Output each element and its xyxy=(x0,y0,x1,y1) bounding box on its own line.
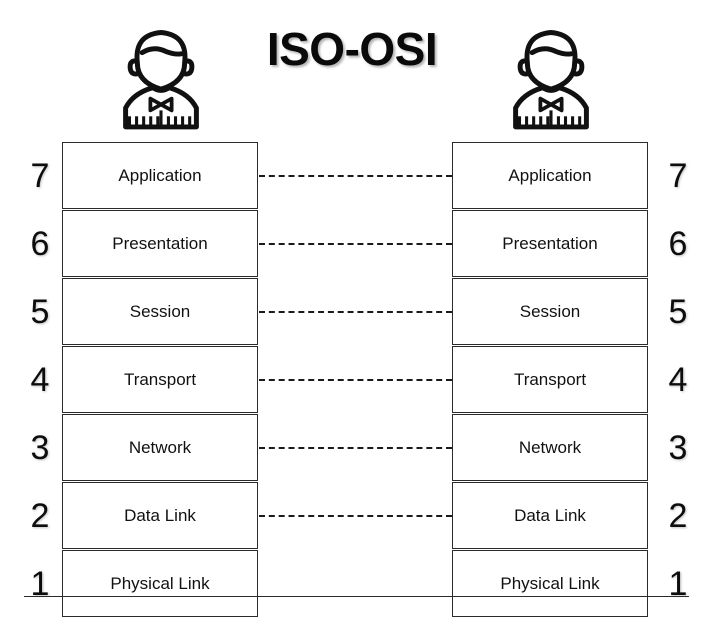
layer-number: 5 xyxy=(30,292,50,331)
layer-box[interactable]: Session xyxy=(452,278,648,345)
peer-connector-dashed xyxy=(259,379,452,381)
layer-box-label: Application xyxy=(508,166,592,185)
left-layer-number-column: 7 6 5 4 3 2 1 xyxy=(20,142,60,618)
peer-connector-dashed xyxy=(259,447,452,449)
layer-number: 4 xyxy=(30,360,50,399)
physical-medium-line xyxy=(24,596,689,597)
layer-box[interactable]: Network xyxy=(452,414,648,481)
layer-number: 6 xyxy=(30,224,50,263)
layer-box-label: Application xyxy=(118,166,202,185)
layer-box[interactable]: Data Link xyxy=(452,482,648,549)
layer-box-label: Transport xyxy=(123,370,197,389)
layer-box[interactable]: Network xyxy=(62,414,258,481)
right-layer-number-column: 7 6 5 4 3 2 1 xyxy=(658,142,698,618)
layer-number: 2 xyxy=(668,496,688,535)
peer-connector-dashed xyxy=(259,175,452,177)
layer-number: 1 xyxy=(668,564,688,603)
layer-box[interactable]: Transport xyxy=(452,346,648,413)
layer-box[interactable]: Application xyxy=(452,142,648,209)
layer-box-label: Session xyxy=(519,302,581,321)
left-protocol-stack: Application Presentation Session Transpo… xyxy=(62,142,258,618)
layer-box-label: Presentation xyxy=(112,234,208,253)
person-with-bowtie-icon xyxy=(102,16,220,134)
peer-connector-dashed xyxy=(259,243,452,245)
layer-box-label: Transport xyxy=(513,370,587,389)
layer-box-label: Physical Link xyxy=(500,574,600,593)
layer-number: 7 xyxy=(668,156,688,195)
layer-box-label: Network xyxy=(518,438,582,457)
layer-box[interactable]: Physical Link xyxy=(452,550,648,617)
person-with-bowtie-icon xyxy=(492,16,610,134)
layer-number: 7 xyxy=(30,156,50,195)
layer-box-label: Presentation xyxy=(502,234,598,253)
layer-box-label: Physical Link xyxy=(110,574,210,593)
layer-number: 6 xyxy=(668,224,688,263)
layer-box-label: Session xyxy=(129,302,191,321)
layer-number: 5 xyxy=(668,292,688,331)
layer-box-label: Network xyxy=(128,438,192,457)
layer-box-label: Data Link xyxy=(124,506,196,525)
layer-number: 3 xyxy=(30,428,50,467)
right-protocol-stack: Application Presentation Session Transpo… xyxy=(452,142,648,618)
layer-box[interactable]: Session xyxy=(62,278,258,345)
layer-number: 4 xyxy=(668,360,688,399)
layer-box-label: Data Link xyxy=(514,506,586,525)
layer-box[interactable]: Physical Link xyxy=(62,550,258,617)
layer-box[interactable]: Transport xyxy=(62,346,258,413)
layer-box[interactable]: Application xyxy=(62,142,258,209)
peer-connector-dashed xyxy=(259,515,452,517)
layer-box[interactable]: Presentation xyxy=(62,210,258,277)
layer-box[interactable]: Presentation xyxy=(452,210,648,277)
layer-number: 1 xyxy=(30,564,50,603)
peer-connector-dashed xyxy=(259,311,452,313)
page-title: ISO-OSI xyxy=(266,23,438,75)
layer-number: 2 xyxy=(30,496,50,535)
layer-number: 3 xyxy=(668,428,688,467)
layer-box[interactable]: Data Link xyxy=(62,482,258,549)
